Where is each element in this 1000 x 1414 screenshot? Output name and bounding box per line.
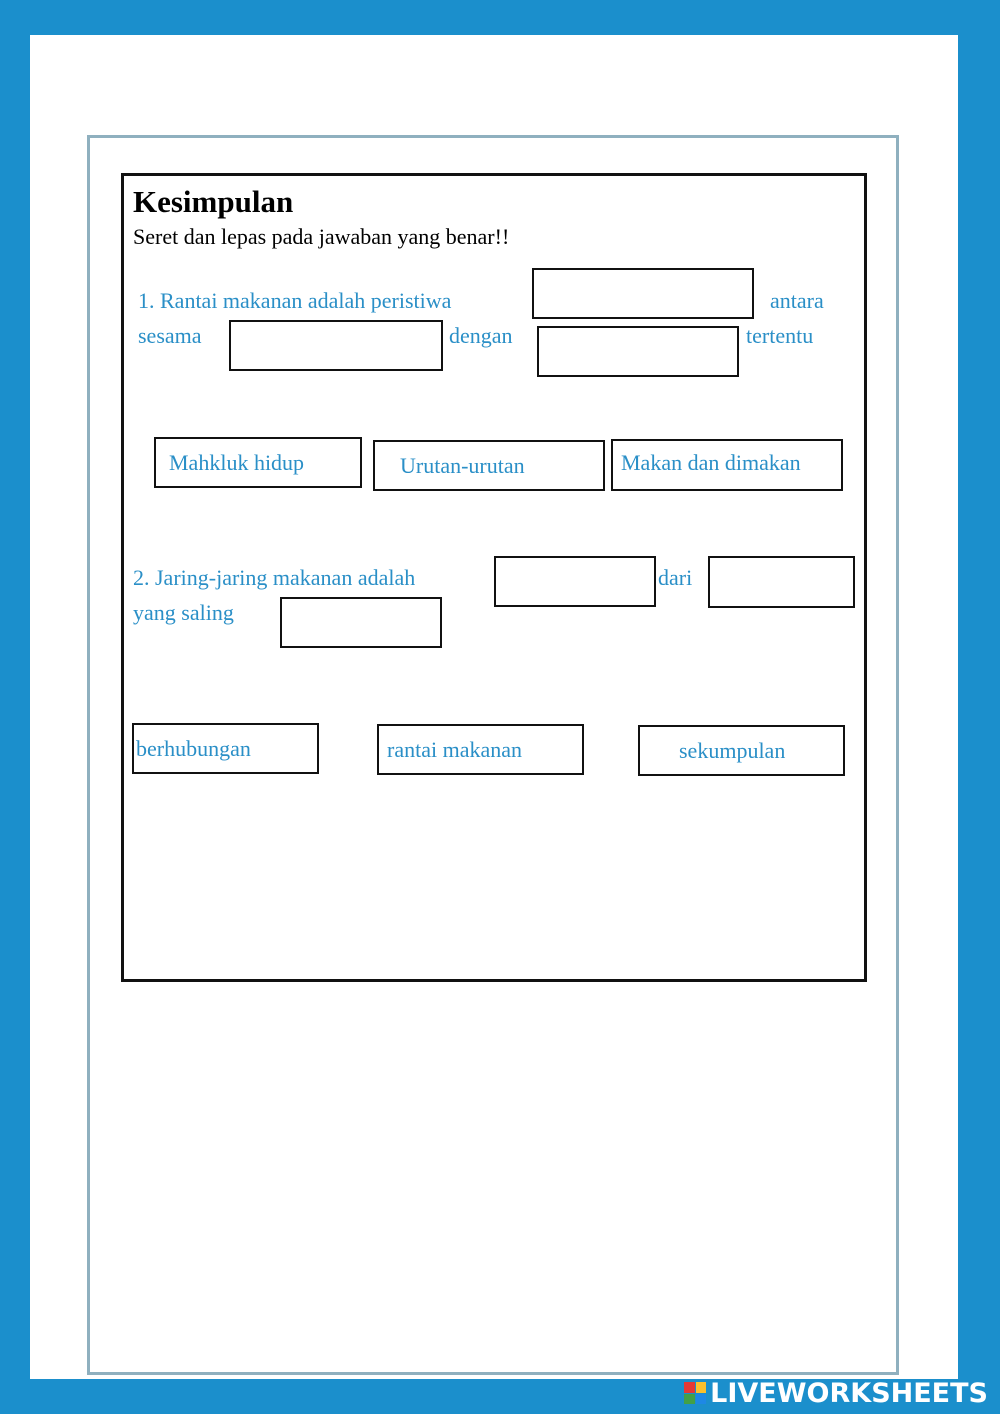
q1-text-2: antara [770,288,824,313]
q1-text-1: 1. Rantai makanan adalah peristiwa [138,288,452,313]
q1-drop-zone-3[interactable] [537,326,739,377]
page-title: Kesimpulan [133,184,294,219]
logo-square-blue [695,1393,707,1404]
q2-drop-zone-3[interactable] [280,597,442,648]
q2-drop-zone-1[interactable] [494,556,656,607]
q1-option-mahkluk-hidup[interactable]: Mahkluk hidup [154,437,362,488]
logo-square-green [684,1393,695,1404]
q2-option-sekumpulan[interactable]: sekumpulan [638,725,845,776]
liveworksheets-logo-text: LIVEWORKSHEETS [710,1377,988,1409]
liveworksheets-logo: LIVEWORKSHEETS [684,1377,988,1409]
q1-drop-zone-2[interactable] [229,320,443,371]
q1-drop-zone-1[interactable] [532,268,754,319]
q2-text-1: 2. Jaring-jaring makanan adalah [133,565,416,590]
q2-option-berhubungan[interactable]: berhubungan [132,723,319,774]
logo-square-red [684,1382,695,1393]
q1-text-4: dengan [449,323,513,348]
q2-drop-zone-2[interactable] [708,556,855,608]
q2-text-3: yang saling [133,600,234,625]
q1-text-5: tertentu [746,323,814,348]
inner-frame [87,135,899,1375]
q2-option-rantai-makanan[interactable]: rantai makanan [377,724,584,775]
logo-square-yellow [695,1382,707,1393]
q1-text-3: sesama [138,323,202,348]
instruction-text: Seret dan lepas pada jawaban yang benar!… [133,224,510,249]
q1-option-urutan-urutan[interactable]: Urutan-urutan [373,440,605,491]
q1-option-makan-dan-dimakan[interactable]: Makan dan dimakan [611,439,843,491]
liveworksheets-logo-icon [684,1382,707,1404]
q2-text-2: dari [658,565,693,590]
